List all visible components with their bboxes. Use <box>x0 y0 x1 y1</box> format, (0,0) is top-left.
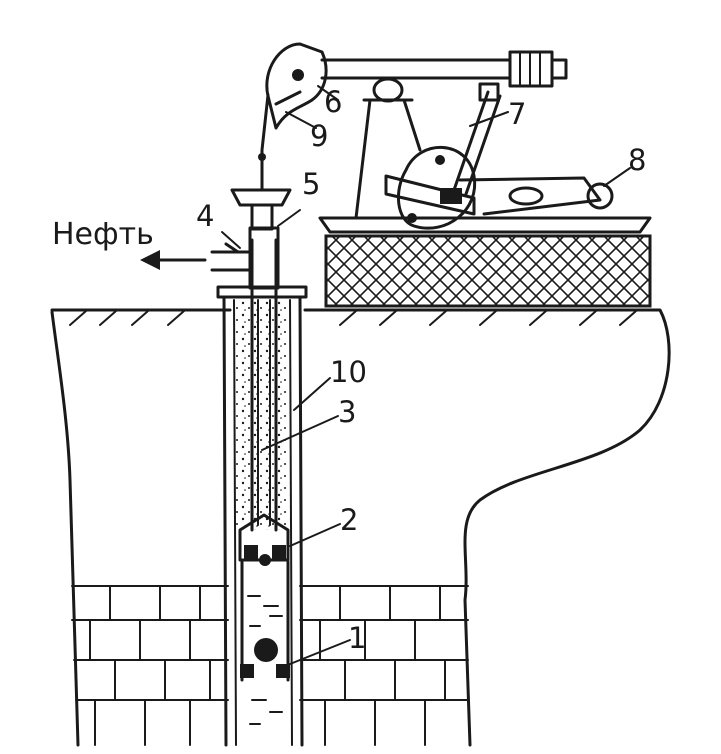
leader-lines <box>221 85 631 665</box>
crank-assembly <box>384 82 614 230</box>
callout-7: 7 <box>508 97 526 131</box>
callout-5: 5 <box>302 167 320 201</box>
pumpjack-frame <box>354 98 422 220</box>
wellhead <box>210 93 292 290</box>
callout-9: 9 <box>310 119 328 153</box>
rock-layers <box>71 585 469 746</box>
oil-flow-arrow <box>140 250 207 270</box>
callout-10: 10 <box>330 355 367 389</box>
callout-2: 2 <box>340 503 358 537</box>
callout-1: 1 <box>348 621 366 655</box>
callout-8: 8 <box>628 143 646 177</box>
pump-assembly <box>238 513 290 725</box>
ground <box>50 308 671 747</box>
well-casing <box>216 285 308 747</box>
callout-6: 6 <box>324 85 342 119</box>
callout-3: 3 <box>338 395 356 429</box>
callout-4: 4 <box>196 199 214 233</box>
oil-label: Нефть <box>52 217 154 252</box>
foundation <box>318 216 652 308</box>
